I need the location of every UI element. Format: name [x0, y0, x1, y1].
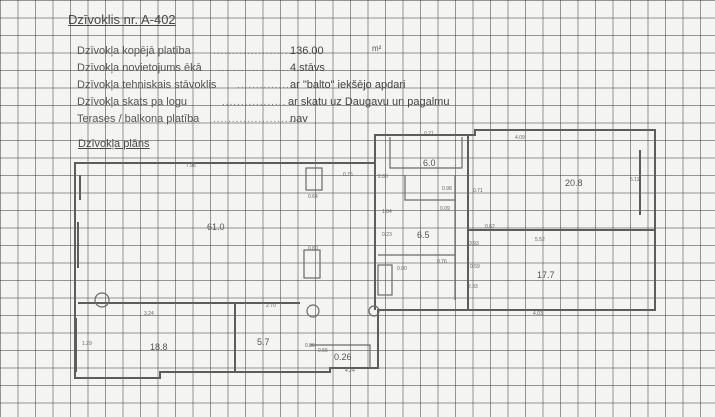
leader-dots: ................. [222, 97, 287, 108]
spec-label-condition: Dzīvokļa tehniskais stāvoklis [77, 79, 217, 91]
spec-label-total-area: Dzīvokļa kopējā platība [77, 45, 191, 57]
leader-dots: ...................... [213, 46, 297, 57]
dimension-label: 1.29 [82, 341, 92, 347]
dimension-label: 7.96 [186, 163, 196, 169]
spec-unit-total-area: m² [372, 44, 382, 53]
room-area-kitchen: 18.8 [150, 342, 168, 352]
dimension-label: 4.03 [533, 311, 543, 317]
leader-dots: ..................... [218, 63, 298, 74]
spec-label-view: Dzīvokļa skats pa logu [77, 96, 188, 108]
dimension-label: 0.71 [473, 188, 483, 194]
room-area-entry: 0.26 [334, 352, 352, 362]
dimension-label: 4.24 [345, 368, 355, 374]
dimension-label: 0.76 [437, 259, 447, 265]
plan-heading: Dzīvokļa plāns [78, 138, 150, 150]
dimension-label: 2.70 [266, 303, 276, 309]
dimension-label: 0.62 [485, 224, 495, 230]
leader-dots: ...................... [213, 114, 297, 125]
dimension-label: 0.21 [424, 131, 434, 137]
room-area-living: 61.0 [207, 222, 225, 232]
apartment-title: Dzīvoklis nr. A-402 [68, 12, 176, 27]
dimension-label: 0.80 [308, 246, 318, 252]
room-area-bath-top: 6.0 [423, 158, 436, 168]
dimension-label: 2.80 [378, 174, 388, 180]
dimension-label: 0.86 [305, 343, 315, 349]
spec-value-total-area: 136.00 [290, 45, 324, 57]
plan-walls [74, 129, 656, 379]
leader-dots: ............... [237, 80, 294, 91]
dimension-label: 3.93 [469, 241, 479, 247]
room-area-bedroom-1: 20.8 [565, 178, 583, 188]
dimension-label: 0.59 [470, 264, 480, 270]
dimension-label: 0.90 [397, 266, 407, 272]
dimension-label: 5.52 [535, 237, 545, 243]
spec-value-balcony: nav [290, 113, 308, 125]
dimension-label: 2.33 [468, 284, 478, 290]
room-area-bedroom-2: 17.7 [537, 270, 555, 280]
dimension-label: 0.64 [308, 194, 318, 200]
spec-value-floor: 4.stāvs [290, 62, 325, 74]
room-area-small: 5.7 [257, 337, 270, 347]
dimension-label: 0.55 [318, 348, 328, 354]
dimension-label: 5.11 [630, 177, 640, 183]
dimension-label: 0.98 [442, 186, 452, 192]
spec-label-balcony: Terases / balkona platība [77, 113, 200, 125]
dimension-label: 4.09 [515, 135, 525, 141]
dimension-label: 0.09 [440, 206, 450, 212]
room-area-hall: 6.5 [417, 230, 430, 240]
dimension-label: 1.84 [382, 209, 392, 215]
spec-label-floor: Dzīvokļa novietojums ēkā [77, 62, 202, 74]
dimension-label: 0.75 [343, 172, 353, 178]
dimension-label: 3.24 [144, 311, 154, 317]
dimension-label: 0.23 [382, 232, 392, 238]
spec-value-condition: ar "balto" iekšējo apdari [290, 79, 406, 91]
spec-value-view: ar skatu uz Daugavu un pagalmu [288, 96, 450, 108]
